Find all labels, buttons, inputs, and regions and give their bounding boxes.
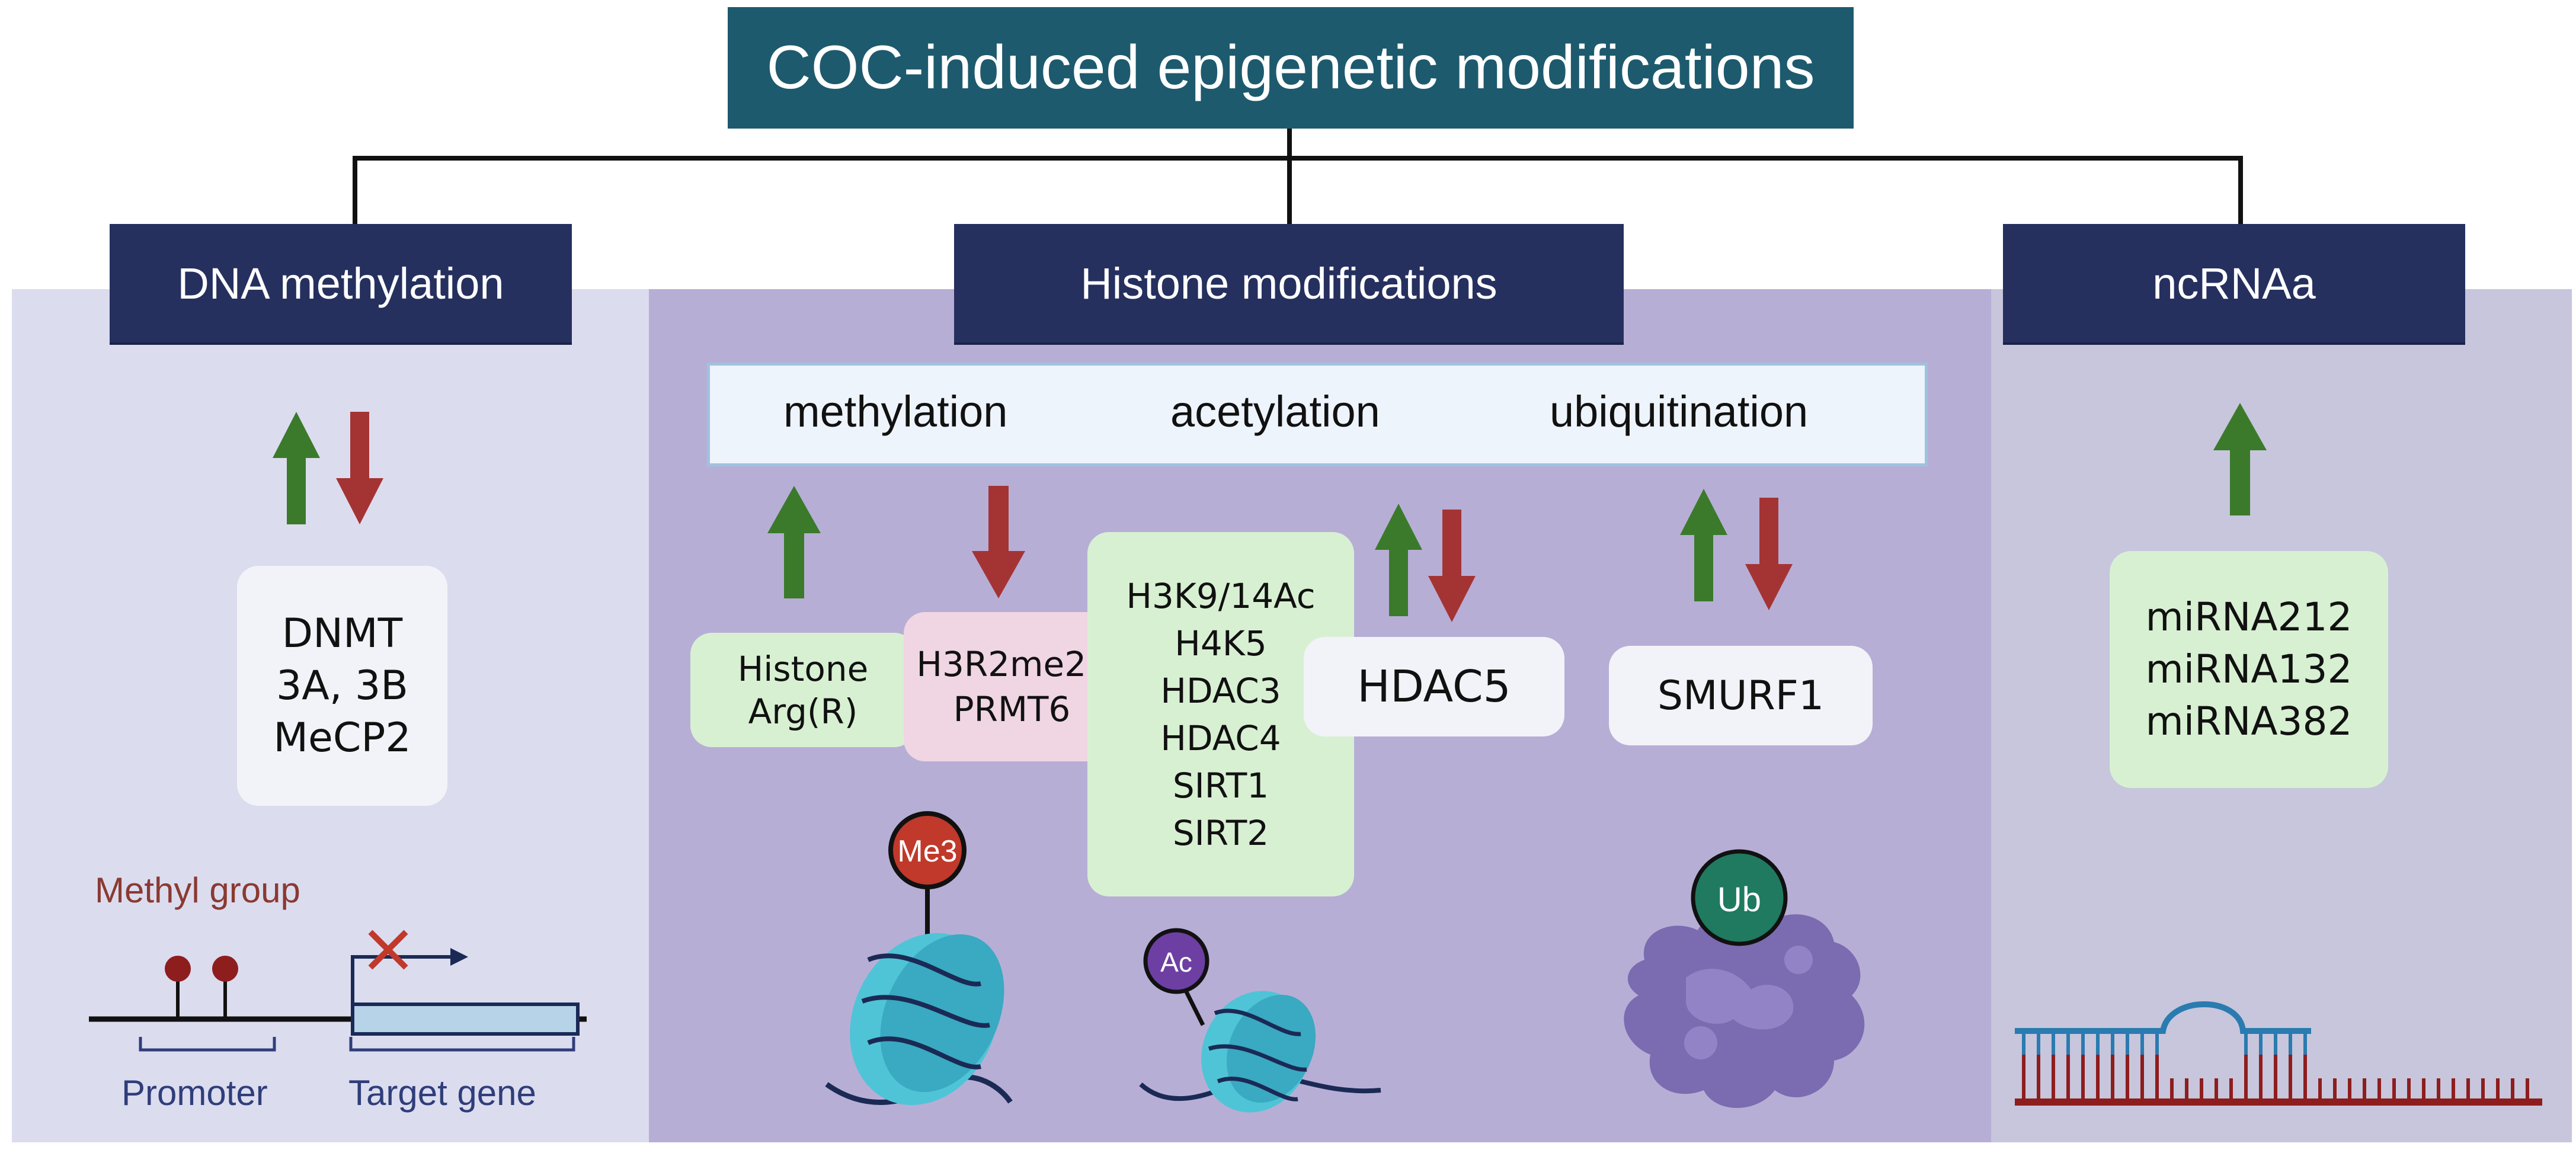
methyl-group-label: Methyl group [95,870,300,910]
gene-promoter-diagram [89,930,587,1036]
ac-badge-text: Ac [1160,947,1192,978]
mirna-line-1: miRNA212 [2145,594,2353,640]
target-gene-label: Target gene [348,1073,536,1113]
smurf1-label: SMURF1 [1657,672,1825,719]
mirna-box: miRNA212 miRNA132 miRNA382 [2110,551,2388,788]
down-arrow-icon [972,486,1025,598]
histone-arg-box: Histone Arg(R) [690,633,916,747]
connector-ncrna [2238,156,2243,227]
acetyl-line-2: H4K5 [1175,623,1267,664]
up-arrow-icon [273,412,320,524]
down-arrow-icon [1745,498,1793,610]
ubiquitin-protein-icon: Ub [1624,849,1865,1108]
me3-badge-text: Me3 [897,834,957,869]
acetyl-line-4: HDAC4 [1160,718,1281,758]
dna-methylation-header: DNA methylation [110,224,572,342]
up-arrow-icon [1375,504,1422,616]
dna-box-line-2: 3A, 3B [276,662,408,709]
ncrna-header: ncRNAa [2003,224,2465,342]
target-gene-bracket [349,1037,575,1052]
down-arrow-icon [336,412,383,524]
connector-title-stem [1287,129,1292,158]
hdac5-label: HDAC5 [1357,661,1511,712]
nucleosome-ac-icon: Ac [1139,928,1381,1113]
h3r2me2a-box: H3R2me2a PRMT6 [904,612,1120,761]
connector-horizontal [353,156,2243,161]
down-arrow-icon [1428,510,1476,622]
hdac5-box: HDAC5 [1304,637,1564,736]
histone-types-bar [707,363,1928,466]
up-arrow-icon [2213,403,2267,515]
ubiquitination-label: ubiquitination [1550,387,1809,436]
up-arrow-icon [767,486,821,598]
up-arrow-icon [1680,489,1727,601]
acetyl-line-5: SIRT1 [1172,765,1269,806]
acetylation-label: acetylation [1170,387,1380,436]
acetyl-line-1: H3K9/14Ac [1126,575,1316,616]
diagram-title: COC-induced epigenetic modifications [728,7,1854,129]
mirna-line-2: miRNA132 [2145,646,2353,692]
connector-dna [353,156,357,227]
ub-badge-text: Ub [1717,880,1761,919]
methylation-label: methylation [783,387,1008,436]
acetyl-line-3: HDAC3 [1160,670,1281,711]
connector-histone [1287,156,1292,227]
smurf1-box: SMURF1 [1609,646,1873,745]
promoter-bracket [139,1037,276,1052]
dna-methylation-box: DNMT 3A, 3B MeCP2 [237,566,447,806]
promoter-label: Promoter [121,1073,268,1113]
dna-box-line-3: MeCP2 [273,714,411,761]
histone-arg-line-2: Arg(R) [748,691,858,732]
histone-modifications-header: Histone modifications [954,224,1624,342]
mirna-hairpin-icon [2015,1001,2542,1106]
mirna-line-3: miRNA382 [2145,699,2353,744]
nucleosome-me3-icon: Me3 [825,811,1013,1106]
dna-box-line-1: DNMT [281,610,403,657]
acetyl-line-6: SIRT2 [1172,812,1269,853]
h3r2-line-1: H3R2me2a [916,644,1108,684]
h3r2-line-2: PRMT6 [953,689,1071,729]
histone-arg-line-1: Histone [737,648,869,689]
